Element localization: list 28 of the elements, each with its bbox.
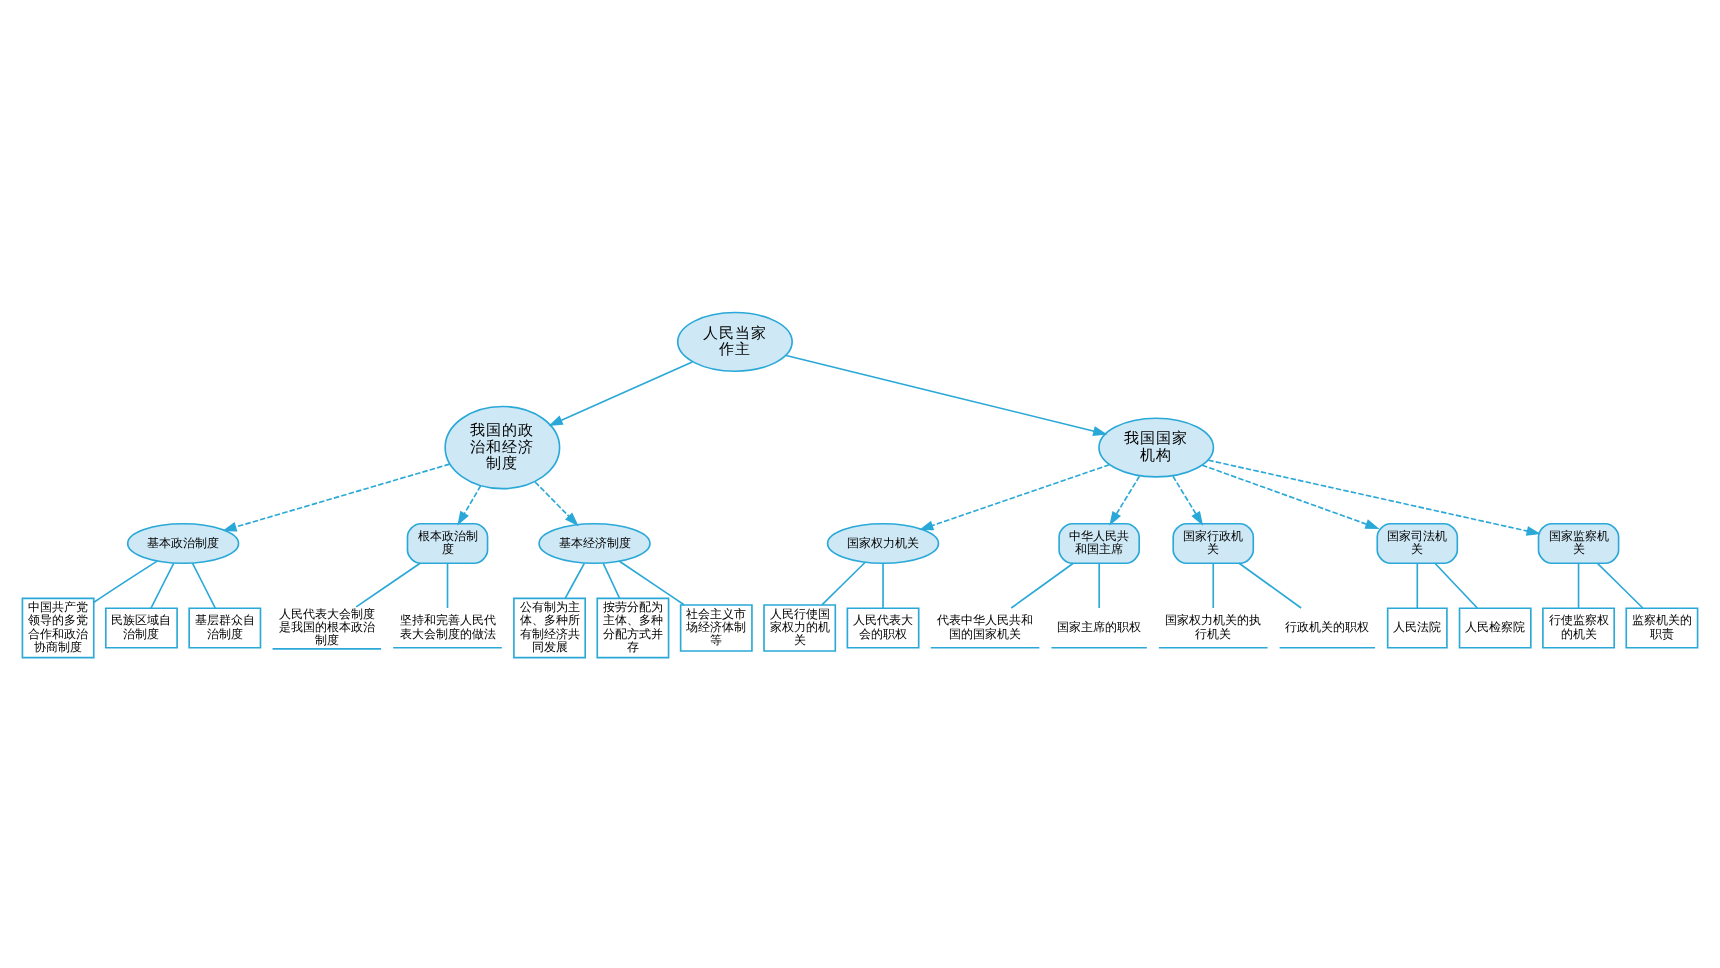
connector	[150, 561, 175, 608]
arrow	[457, 483, 482, 525]
connector	[564, 561, 586, 599]
connector	[93, 559, 158, 603]
arrow	[1109, 474, 1141, 525]
arrow	[919, 462, 1111, 530]
arrow	[548, 360, 694, 425]
connector	[1596, 561, 1644, 608]
connector	[355, 561, 421, 607]
connector	[1212, 561, 1215, 608]
connector	[1098, 561, 1100, 608]
arrow	[1201, 463, 1380, 528]
connector	[1238, 561, 1302, 608]
connector	[446, 561, 449, 608]
connector	[1577, 561, 1580, 608]
connector	[1416, 561, 1419, 608]
arrow	[1207, 458, 1541, 535]
connector	[882, 561, 884, 608]
arrow	[534, 480, 579, 526]
connector	[191, 561, 217, 608]
arrow	[785, 353, 1108, 435]
connector	[1434, 561, 1479, 608]
connector	[821, 560, 866, 605]
connector	[602, 561, 621, 599]
arrow	[222, 462, 451, 531]
connector	[618, 559, 685, 605]
connector	[1010, 561, 1075, 608]
arrow	[1172, 474, 1204, 525]
